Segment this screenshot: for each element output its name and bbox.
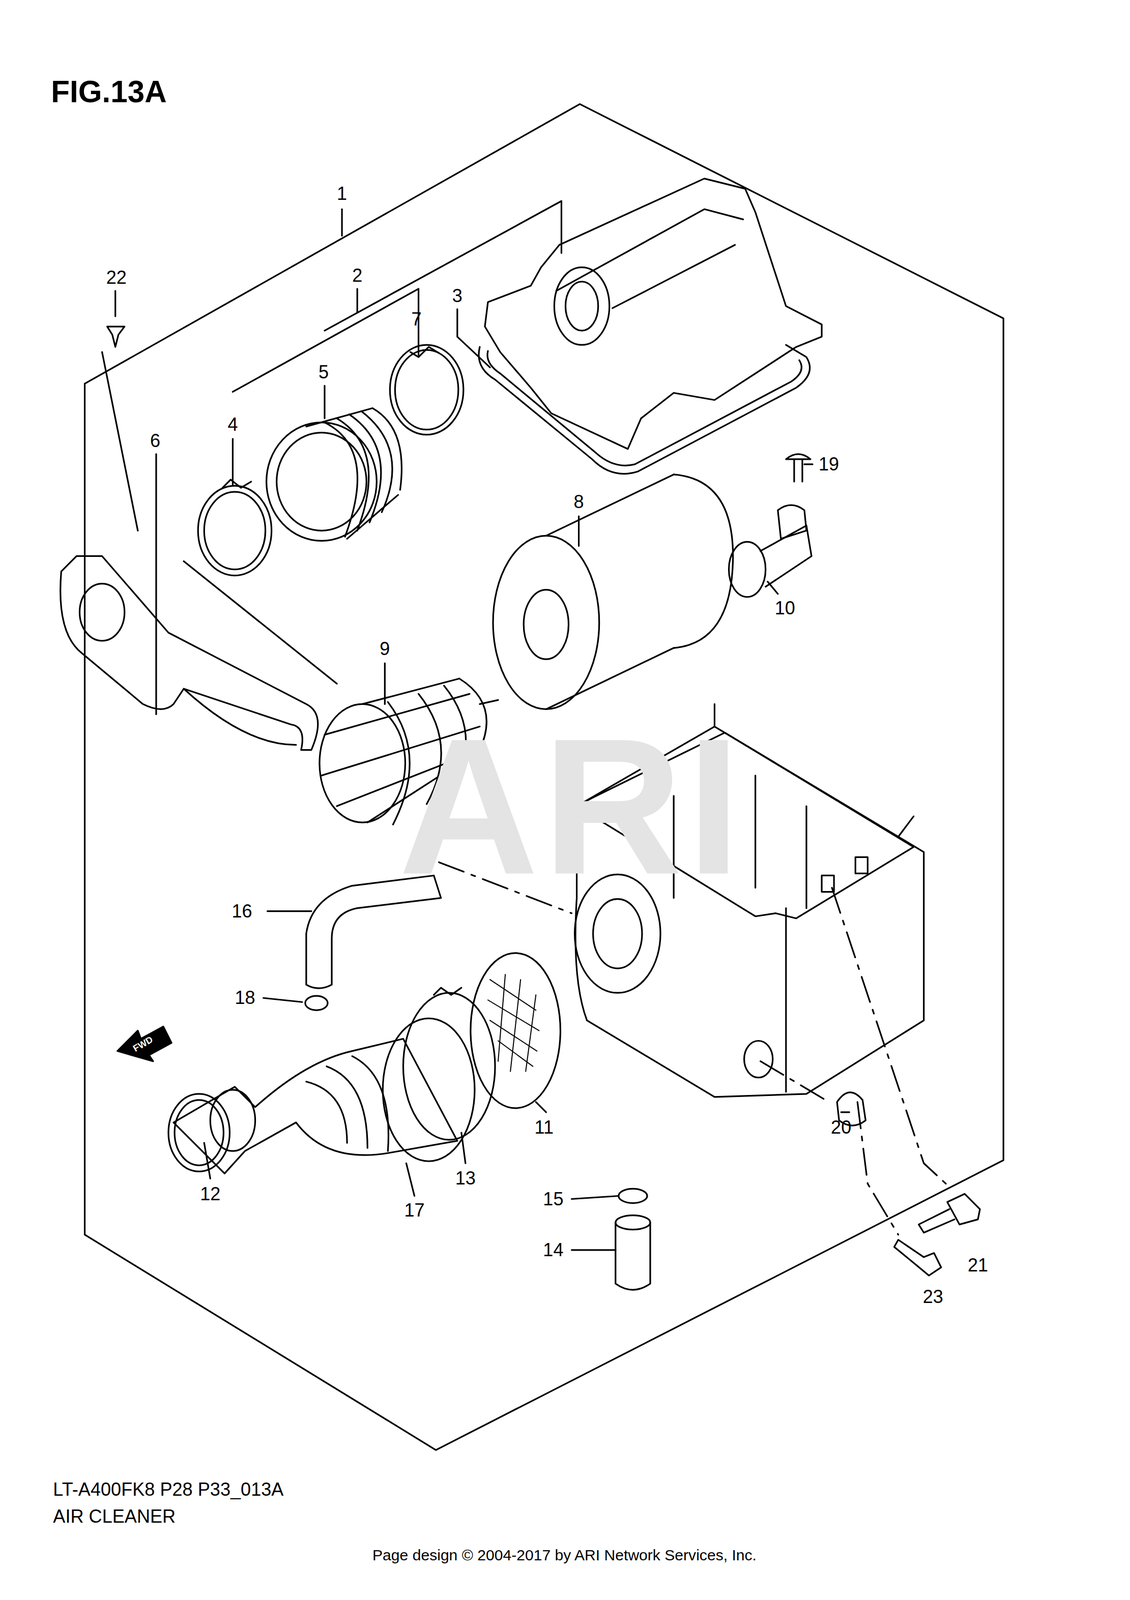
- callout-number: 10: [774, 599, 796, 618]
- callout-number: 4: [227, 415, 238, 434]
- callout-number: 15: [542, 1190, 564, 1209]
- callout-number: 14: [542, 1241, 564, 1260]
- callout-number: 9: [379, 640, 390, 659]
- watermark: ARI: [398, 709, 745, 904]
- callout-number: 17: [403, 1201, 425, 1221]
- callout-number: 2: [352, 266, 363, 285]
- callout-number: 16: [231, 902, 252, 921]
- callout-number: 22: [106, 268, 127, 287]
- callout-number: 3: [452, 286, 463, 306]
- callout-number: 12: [199, 1184, 221, 1204]
- drawing-code: LT-A400FK8 P28 P33_013A: [52, 1481, 284, 1500]
- callout-number: 5: [318, 363, 329, 382]
- callout-number: 1: [336, 184, 347, 204]
- figure-title: FIG.13A: [50, 76, 167, 107]
- callout-number: 6: [150, 431, 161, 451]
- copyright-footer: Page design © 2004-2017 by ARI Network S…: [372, 1547, 757, 1563]
- callout-number: 20: [830, 1118, 852, 1138]
- callout-number: 7: [411, 310, 422, 329]
- drawing-code: AIR CLEANER: [52, 1507, 176, 1526]
- callout-number: 13: [455, 1169, 476, 1189]
- callout-number: 19: [818, 455, 839, 474]
- callout-number: 18: [234, 989, 255, 1008]
- callout-number: 23: [922, 1288, 944, 1307]
- callout-number: 21: [967, 1256, 989, 1276]
- callout-number: 8: [573, 493, 585, 512]
- callout-number: 11: [534, 1118, 554, 1138]
